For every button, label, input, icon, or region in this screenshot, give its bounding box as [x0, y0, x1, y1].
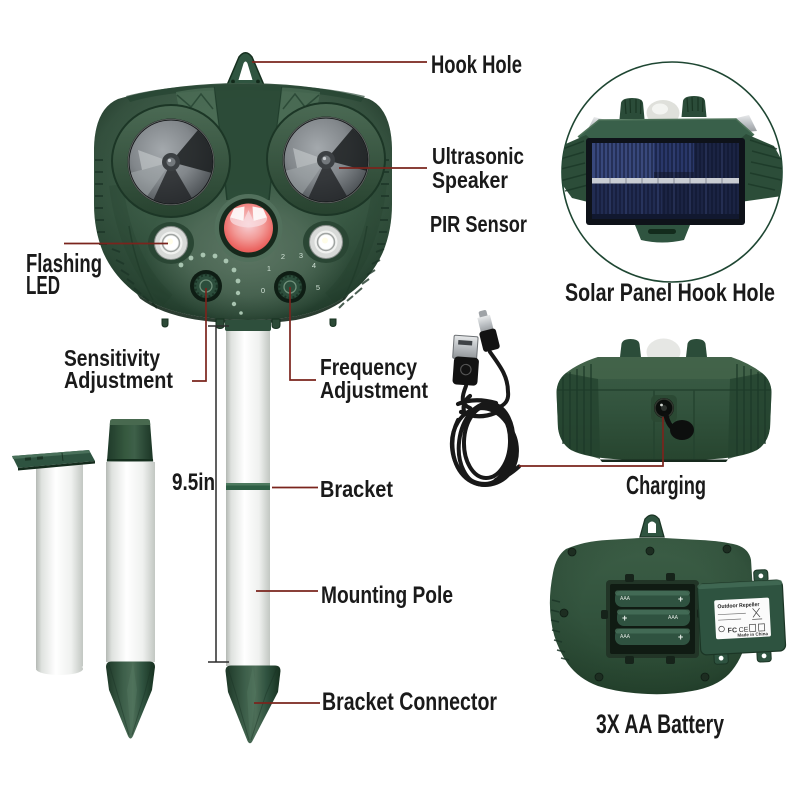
- svg-text:3X AA Battery: 3X AA Battery: [596, 709, 724, 739]
- svg-text:+: +: [622, 613, 627, 623]
- svg-text:Ultrasonic: Ultrasonic: [432, 143, 524, 169]
- svg-text:+: +: [678, 594, 683, 604]
- svg-text:Charging: Charging: [626, 470, 706, 500]
- svg-text:PIR Sensor: PIR Sensor: [430, 211, 527, 237]
- svg-text:Bracket Connector: Bracket Connector: [322, 688, 497, 716]
- svg-text:FC: FC: [728, 627, 738, 634]
- svg-text:AAA: AAA: [620, 596, 631, 602]
- svg-text:Flashing: Flashing: [26, 248, 102, 278]
- svg-text:5: 5: [316, 283, 320, 292]
- svg-text:2: 2: [281, 252, 285, 261]
- svg-text:Mounting Pole: Mounting Pole: [321, 582, 453, 609]
- svg-text:4: 4: [312, 261, 316, 270]
- svg-text:Sensitivity: Sensitivity: [64, 345, 160, 371]
- svg-text:Solar Panel Hook Hole: Solar Panel Hook Hole: [565, 279, 775, 307]
- svg-text:3: 3: [299, 251, 303, 260]
- svg-text:Adjustment: Adjustment: [64, 367, 173, 393]
- svg-text:CE: CE: [739, 627, 749, 635]
- svg-text:0: 0: [261, 286, 265, 295]
- svg-text:Outdoor Repeller: Outdoor Repeller: [717, 602, 760, 610]
- svg-text:+: +: [678, 632, 683, 642]
- svg-text:Adjustment: Adjustment: [320, 377, 428, 403]
- svg-text:9.5in: 9.5in: [172, 469, 215, 496]
- svg-text:LED: LED: [26, 270, 60, 300]
- svg-text:Speaker: Speaker: [432, 167, 508, 193]
- svg-text:1: 1: [267, 264, 271, 273]
- svg-text:Bracket: Bracket: [320, 476, 393, 502]
- svg-text:Frequency: Frequency: [320, 354, 417, 380]
- svg-text:Hook Hole: Hook Hole: [431, 51, 522, 79]
- svg-text:AAA: AAA: [668, 615, 679, 621]
- svg-text:Made in China: Made in China: [737, 631, 768, 638]
- svg-text:AAA: AAA: [620, 634, 631, 640]
